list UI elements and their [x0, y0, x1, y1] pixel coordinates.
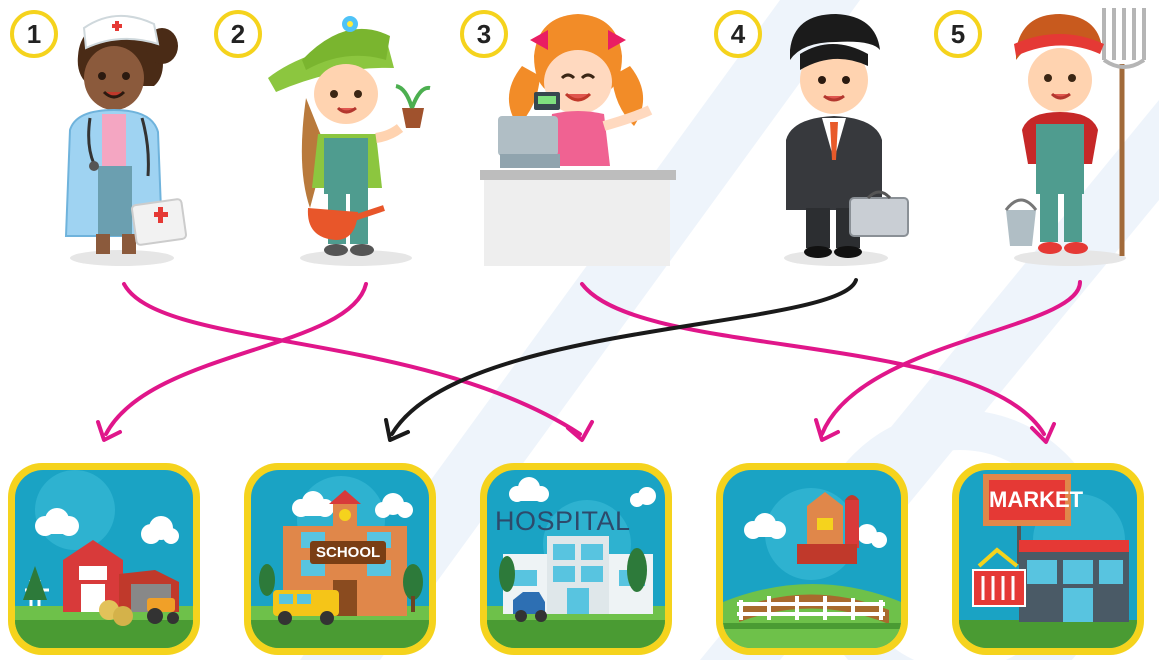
place-tile-hospital[interactable]: HOSPITAL — [480, 463, 672, 655]
barn-illustration — [15, 470, 193, 648]
doctor-figure — [64, 14, 188, 266]
businessman-figure — [784, 14, 909, 266]
farmer-figure — [1004, 8, 1146, 266]
number-badge-1: 1 — [10, 10, 58, 58]
market-illustration — [959, 474, 1137, 648]
market-sign: MARKET — [989, 487, 1084, 512]
place-tile-school[interactable]: SCHOOL — [244, 463, 436, 655]
school-sign: SCHOOL — [310, 541, 387, 564]
arrowhead-barn — [96, 420, 122, 442]
cashier-figure — [480, 14, 676, 266]
arrow-1-to-hospital — [122, 282, 582, 436]
arrowhead-school — [384, 418, 410, 442]
place-tile-market[interactable]: MARKET — [952, 463, 1144, 655]
arrow-4-to-school — [390, 278, 858, 436]
arrowhead-market — [1030, 422, 1056, 444]
number-badge-4: 4 — [714, 10, 762, 58]
arrowhead-farm — [814, 418, 840, 442]
farm-illustration — [723, 488, 901, 648]
number-badge-2: 2 — [214, 10, 262, 58]
place-tile-farm[interactable] — [716, 463, 908, 655]
gardener-figure — [268, 16, 431, 266]
arrow-3-to-market — [580, 282, 1046, 436]
arrow-2-to-barn — [104, 282, 368, 436]
number-badge-3: 3 — [460, 10, 508, 58]
number-badge-5: 5 — [934, 10, 982, 58]
arrowhead-hospital — [566, 420, 594, 442]
place-tile-barn[interactable] — [8, 463, 200, 655]
hospital-illustration — [487, 477, 665, 648]
arrow-5-to-farm — [820, 280, 1082, 436]
hospital-sign: HOSPITAL — [495, 506, 631, 536]
